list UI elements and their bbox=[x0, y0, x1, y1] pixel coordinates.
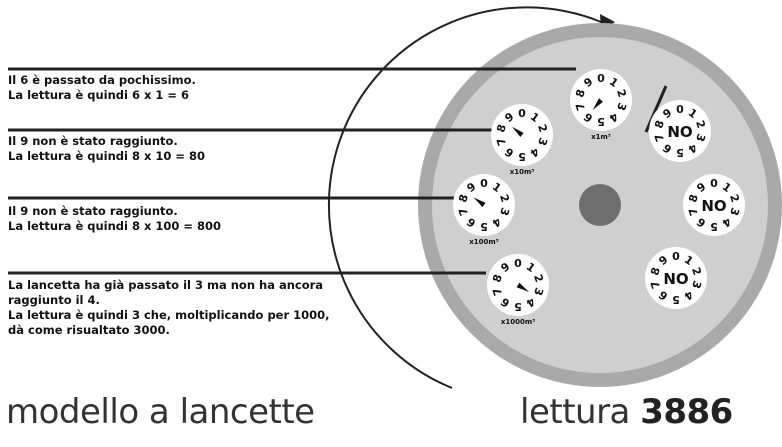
dial-digit: 2 bbox=[727, 193, 742, 204]
dial-digit: 8 bbox=[494, 123, 509, 134]
dial-digit: 0 bbox=[597, 72, 605, 85]
note-line: Il 6 è passato da pochissimo. bbox=[8, 73, 196, 87]
dial-digit: 2 bbox=[535, 123, 550, 134]
note-line: La lettura è quindi 8 x 100 = 800 bbox=[8, 219, 222, 233]
dial-digit: 7 bbox=[456, 206, 471, 217]
note-line: dà come risualtato 3000. bbox=[8, 323, 170, 337]
dial-digit: 2 bbox=[497, 193, 512, 204]
dial-digit: 7 bbox=[490, 286, 505, 297]
dial-needle bbox=[592, 98, 603, 110]
note-x1000: La lancetta ha già passato il 3 ma non h… bbox=[8, 278, 330, 338]
dial-digit: 5 bbox=[710, 220, 718, 233]
dial-multiplier-label: x1000m³ bbox=[501, 318, 535, 326]
note-line: Il 9 non è stato raggiunto. bbox=[8, 134, 178, 148]
dial-digit: 3 bbox=[689, 279, 704, 290]
dial-no-label: NO bbox=[663, 270, 688, 288]
dial-digit: 3 bbox=[727, 206, 742, 217]
dial-digit: 5 bbox=[518, 150, 526, 163]
dial-digit: 3 bbox=[614, 101, 629, 112]
dial-needle bbox=[512, 126, 524, 137]
note-line: La lettura è quindi 6 x 1 = 6 bbox=[8, 88, 190, 102]
dial-digit: 7 bbox=[573, 101, 588, 112]
dial-digit: 0 bbox=[514, 257, 522, 270]
dial-digit: 0 bbox=[480, 177, 488, 190]
dial-face bbox=[649, 100, 711, 162]
note-line: La lettura è quindi 3 che, moltiplicando… bbox=[8, 308, 330, 322]
dial-digit: 5 bbox=[676, 146, 684, 159]
dial-needle bbox=[516, 282, 529, 292]
dial-digit: 8 bbox=[686, 193, 701, 204]
caption-model: modello a lancette bbox=[6, 392, 315, 432]
dial-digit: 3 bbox=[531, 286, 546, 297]
dial-digit: 2 bbox=[689, 266, 704, 277]
dial-digit: 2 bbox=[693, 119, 708, 130]
note-x10: Il 9 non è stato raggiunto. La lettura è… bbox=[8, 134, 205, 164]
dial-digit: 0 bbox=[518, 107, 526, 120]
dial-digit: 0 bbox=[710, 177, 718, 190]
dial-digit: 3 bbox=[693, 132, 708, 143]
dial-digit: 5 bbox=[672, 293, 680, 306]
dial-no-label: NO bbox=[701, 197, 726, 215]
note-line: Il 9 non è stato raggiunto. bbox=[8, 204, 178, 218]
dial-digit: 5 bbox=[480, 220, 488, 233]
dial-digit: 8 bbox=[648, 266, 663, 277]
dial-digit: 2 bbox=[531, 273, 546, 284]
note-line: La lettura è quindi 8 x 10 = 80 bbox=[8, 149, 206, 163]
note-x100: Il 9 non è stato raggiunto. La lettura è… bbox=[8, 204, 221, 234]
dial-face bbox=[683, 174, 745, 236]
dial-digit: 7 bbox=[652, 132, 667, 143]
start-marker-line bbox=[644, 85, 668, 133]
dial-digit: 3 bbox=[535, 136, 550, 147]
note-line: La lancetta ha già passato il 3 ma non h… bbox=[8, 278, 324, 292]
dial-digit: 0 bbox=[672, 250, 680, 263]
meter-center-dot bbox=[579, 184, 621, 226]
caption-reading: lettura 3886 bbox=[520, 392, 733, 432]
dial-digit: 8 bbox=[456, 193, 471, 204]
caption-reading-prefix: lettura bbox=[520, 392, 641, 432]
dial-digit: 8 bbox=[652, 119, 667, 130]
dial-digit: 7 bbox=[648, 279, 663, 290]
dial-face bbox=[645, 247, 707, 309]
dial-multiplier-label: x100m³ bbox=[469, 238, 499, 246]
dial-digit: 3 bbox=[497, 206, 512, 217]
dial-digit: 8 bbox=[573, 88, 588, 99]
note-line: raggiunto il 4. bbox=[8, 293, 100, 307]
dial-digit: 7 bbox=[494, 136, 509, 147]
dial-digit: 2 bbox=[614, 88, 629, 99]
dial-multiplier-label: x10m³ bbox=[510, 168, 535, 176]
dial-multiplier-label: x1m³ bbox=[591, 133, 611, 141]
caption-reading-value: 3886 bbox=[640, 392, 733, 432]
dial-digit: 5 bbox=[597, 115, 605, 128]
dial-digit: 8 bbox=[490, 273, 505, 284]
dial-digit: 7 bbox=[686, 206, 701, 217]
dial-needle bbox=[473, 197, 486, 208]
note-x1: Il 6 è passato da pochissimo. La lettura… bbox=[8, 73, 196, 103]
dial-digit: 0 bbox=[676, 103, 684, 116]
dial-digit: 5 bbox=[514, 300, 522, 313]
dial-no-label: NO bbox=[667, 123, 692, 141]
